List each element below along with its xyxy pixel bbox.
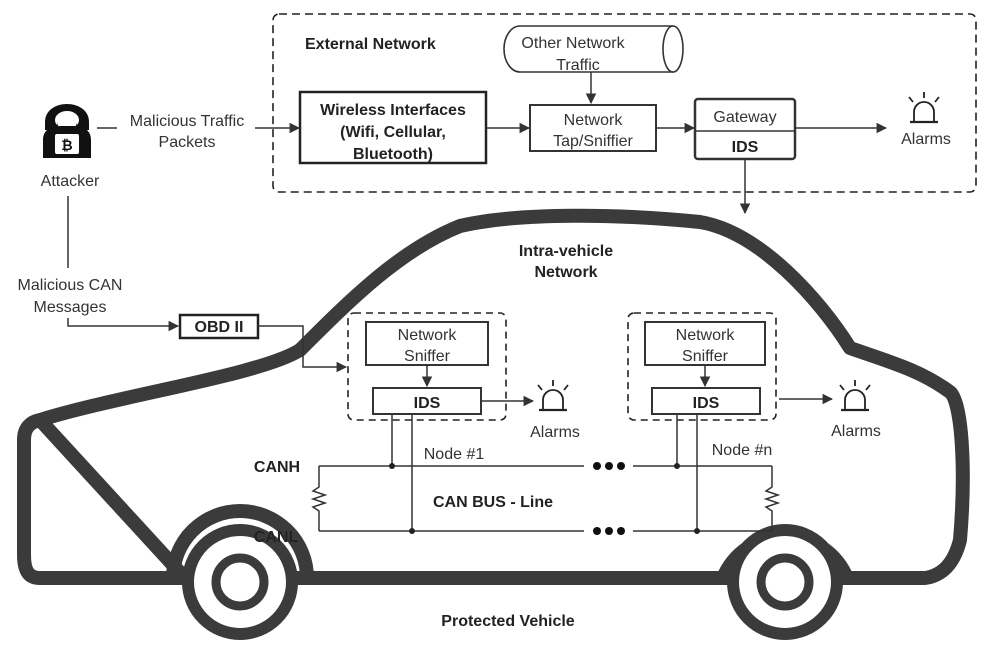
noden-ids-label: IDS: [693, 395, 720, 412]
other-traffic-label-1: Other Network: [521, 35, 625, 52]
alarm-label-node1: Alarms: [530, 424, 580, 441]
wheel-front: [182, 524, 298, 640]
other-traffic-label-2: Traffic: [556, 57, 600, 74]
gateway-label: Gateway: [713, 109, 776, 126]
alarm-icon: [908, 92, 940, 124]
malicious-traffic-label-2: Packets: [159, 134, 216, 151]
wireless-label-3: Bluetooth): [353, 146, 433, 163]
attacker-label: Attacker: [41, 173, 100, 190]
svg-text:₿: ₿: [61, 137, 72, 153]
alarm-icon: [839, 380, 871, 412]
malicious-can-label-2: Messages: [34, 299, 107, 316]
wireless-label-1: Wireless Interfaces: [320, 102, 466, 119]
vehicle-outline: [17, 208, 970, 585]
alarm-icon: [537, 380, 569, 412]
intra-vehicle-label-1: Intra-vehicle: [519, 243, 613, 260]
external-network-region: [272, 13, 977, 193]
node-1: Network Sniffer IDS: [347, 312, 507, 421]
canh-label: CANH: [254, 459, 300, 476]
wheel-rear: [727, 524, 843, 640]
protected-vehicle-label: Protected Vehicle: [441, 613, 574, 630]
noden-sniffer-label-1: Network: [676, 327, 736, 344]
malicious-can-label-1: Malicious CAN: [18, 277, 123, 294]
gateway-ids-box: Gateway IDS: [693, 97, 797, 161]
can-bus: [310, 414, 781, 535]
wireless-label-2: (Wifi, Cellular,: [340, 124, 446, 141]
tap-label-1: Network: [564, 112, 624, 129]
gateway-ids-label: IDS: [732, 139, 759, 156]
noden-label: Node #n: [712, 442, 773, 459]
obd-port-box: OBD II: [178, 313, 260, 340]
noden-sniffer-label-2: Sniffer: [682, 348, 729, 365]
alarm-label-noden: Alarms: [831, 423, 881, 440]
tap-label-2: Tap/Sniffier: [553, 133, 633, 150]
malicious-traffic-label-1: Malicious Traffic: [130, 113, 244, 130]
canl-label: CANL: [254, 529, 299, 546]
node1-sniffer-label-1: Network: [398, 327, 458, 344]
intra-vehicle-label-2: Network: [534, 264, 597, 281]
alarm-label-external: Alarms: [901, 131, 951, 148]
external-network-title: External Network: [305, 36, 436, 53]
can-bus-line-label: CAN BUS - Line: [433, 494, 553, 511]
node1-ids-label: IDS: [414, 395, 441, 412]
node1-label: Node #1: [424, 446, 485, 463]
node-n: Network Sniffer IDS: [627, 312, 777, 421]
obd-label: OBD II: [195, 319, 244, 336]
attacker-can-arrow: [67, 318, 180, 332]
network-tap-box: Network Tap/Sniffier: [529, 104, 657, 152]
hacker-icon: ₿: [43, 104, 91, 158]
node1-sniffer-label-2: Sniffer: [404, 348, 451, 365]
other-traffic-cylinder: Other Network Traffic: [503, 25, 684, 74]
obd-to-node1-arrow: [258, 325, 348, 373]
wireless-interfaces-box: Wireless Interfaces (Wifi, Cellular, Blu…: [298, 90, 488, 165]
